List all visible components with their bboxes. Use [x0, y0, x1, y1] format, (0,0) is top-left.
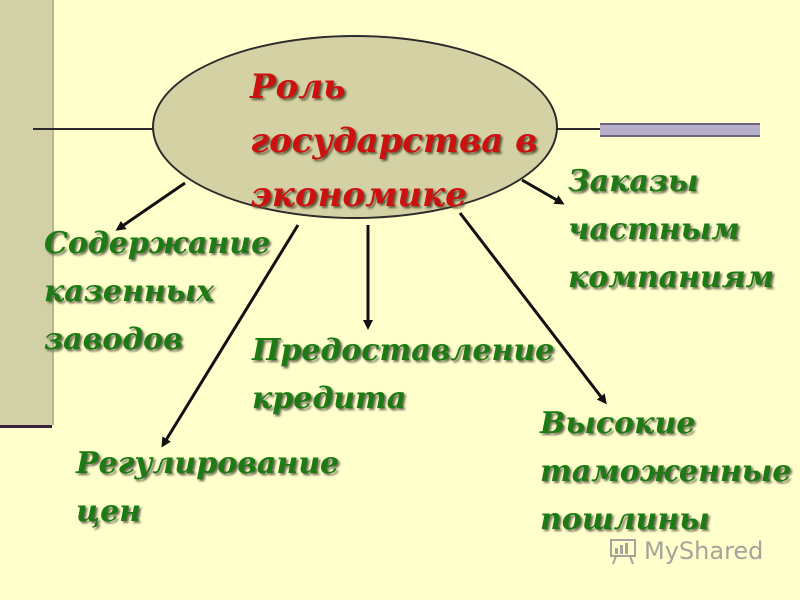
arrow-to-vysokie — [458, 212, 607, 405]
top-decor-line-left — [33, 128, 158, 130]
watermark: MyShared — [608, 536, 763, 566]
branch-label-kredit: Предоставление кредита — [252, 333, 555, 416]
watermark-logo-text: MyShared — [644, 537, 764, 565]
arrow-to-soderzhanie — [115, 181, 186, 231]
top-decor-line-right — [555, 128, 600, 130]
branch-label-regul: Регулирование цен — [76, 446, 340, 529]
branch-label-zakazy: Заказы частным компаниям — [568, 164, 775, 295]
center-ellipse — [152, 35, 558, 219]
branch-label-vysokie: Высокие таможенные пошлины — [540, 406, 792, 537]
presentation-board-icon — [610, 539, 636, 565]
left-decor-bar — [0, 0, 54, 425]
center-title: Роль государства в экономике — [250, 67, 538, 215]
top-decor-bar-right — [600, 123, 760, 137]
arrow-to-zakazy — [521, 178, 565, 205]
arrow-to-regul — [161, 224, 300, 448]
branch-label-soderzhanie: Содержание казенных заводов — [44, 226, 271, 357]
left-decor-underline — [0, 425, 52, 428]
